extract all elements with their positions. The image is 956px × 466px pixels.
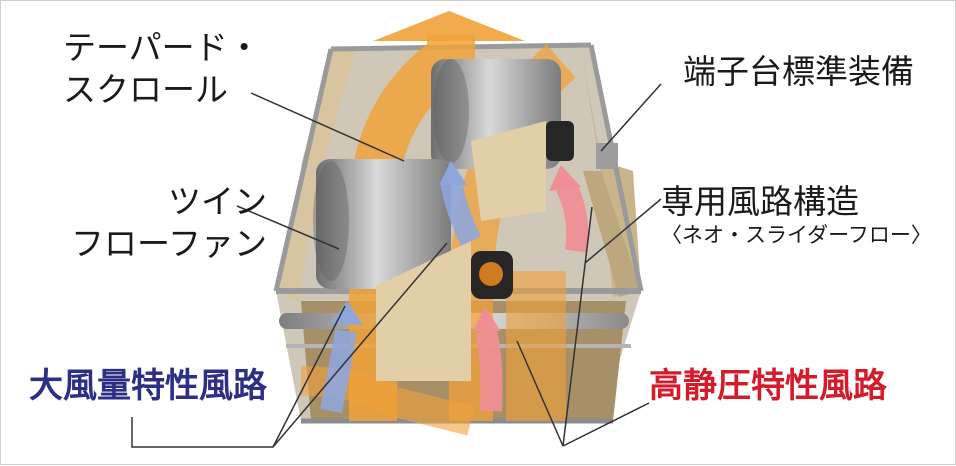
taper-scroll-line-2: スクロール	[63, 70, 228, 109]
taper-scroll-label: テーパード・ スクロール	[63, 27, 261, 111]
duct-structure-sublabel: 〈ネオ・スライダーフロー〉	[661, 223, 932, 247]
high-pressure-label: 高静圧特性風路	[649, 366, 887, 406]
twin-fan-line-2: フローファン	[71, 224, 268, 263]
twin-fan-label: ツイン フローファン	[71, 181, 267, 265]
blue-airflow	[320, 161, 481, 414]
leader-lines	[131, 83, 662, 448]
up-arrow-icon	[373, 11, 525, 41]
duct-structure-label: 専用風路構造	[661, 182, 859, 221]
large-airflow-label: 大風量特性風路	[29, 366, 267, 406]
twin-fan-line-1: ツイン	[168, 182, 268, 221]
pink-airflow	[473, 165, 589, 412]
terminal-label: 端子台標準装備	[683, 52, 914, 91]
taper-scroll-line-1: テーパード・	[63, 28, 261, 67]
twin-fans	[313, 59, 574, 381]
